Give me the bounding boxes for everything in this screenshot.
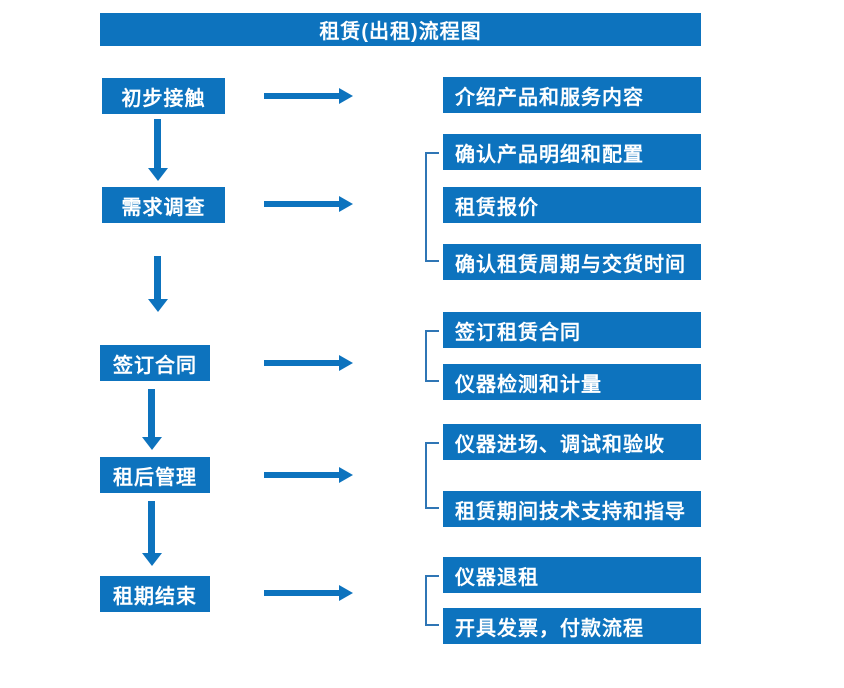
arrow-head xyxy=(339,585,353,601)
detail-box-3-2: 仪器检测和计量 xyxy=(443,364,701,400)
arrow-head xyxy=(148,299,168,312)
arrow-head xyxy=(148,168,168,181)
detail-box-4-2: 租赁期间技术支持和指导 xyxy=(443,491,701,527)
arrow-right-1 xyxy=(264,88,353,104)
arrow-shaft xyxy=(264,590,341,596)
detail-box-3-1: 签订租赁合同 xyxy=(443,312,701,348)
detail-box-2-1: 确认产品明细和配置 xyxy=(443,134,701,170)
arrow-shaft xyxy=(264,93,341,99)
arrow-shaft xyxy=(148,501,155,554)
step-box-5: 租期结束 xyxy=(100,576,210,612)
step-box-1: 初步接触 xyxy=(102,78,225,114)
arrow-right-2 xyxy=(264,196,353,212)
arrow-head xyxy=(142,437,162,450)
arrow-right-5 xyxy=(264,585,353,601)
detail-label: 仪器检测和计量 xyxy=(455,373,602,396)
step-label: 签订合同 xyxy=(113,354,197,377)
arrow-shaft xyxy=(264,472,341,478)
detail-box-1-1: 介绍产品和服务内容 xyxy=(443,77,701,113)
arrow-head xyxy=(339,88,353,104)
detail-box-5-2: 开具发票，付款流程 xyxy=(443,608,701,644)
arrow-shaft xyxy=(264,360,341,366)
bracket-5 xyxy=(425,575,439,626)
title-text: 租赁(出租)流程图 xyxy=(319,21,482,43)
title-bar: 租赁(出租)流程图 xyxy=(100,13,701,46)
bracket-2 xyxy=(425,152,439,262)
arrow-down-1 xyxy=(148,119,168,181)
detail-box-4-1: 仪器进场、调试和验收 xyxy=(443,424,701,460)
detail-label: 仪器退租 xyxy=(455,566,539,589)
arrow-head xyxy=(339,196,353,212)
step-box-4: 租后管理 xyxy=(100,457,210,493)
step-box-3: 签订合同 xyxy=(100,345,210,381)
detail-box-2-3: 确认租赁周期与交货时间 xyxy=(443,244,701,280)
arrow-right-4 xyxy=(264,467,353,483)
arrow-down-4 xyxy=(142,501,162,566)
arrow-shaft xyxy=(148,389,155,438)
bracket-3 xyxy=(425,330,439,382)
arrow-down-3 xyxy=(142,389,162,450)
bracket-4 xyxy=(425,442,439,509)
detail-label: 仪器进场、调试和验收 xyxy=(455,433,665,456)
detail-label: 介绍产品和服务内容 xyxy=(455,86,644,109)
arrow-head xyxy=(339,467,353,483)
arrow-right-3 xyxy=(264,355,353,371)
step-box-2: 需求调查 xyxy=(102,187,225,223)
arrow-shaft xyxy=(154,256,161,300)
step-label: 租后管理 xyxy=(113,466,197,489)
arrow-down-2 xyxy=(148,256,168,312)
detail-label: 开具发票，付款流程 xyxy=(455,617,644,640)
detail-label: 确认产品明细和配置 xyxy=(455,143,644,166)
arrow-head xyxy=(142,553,162,566)
detail-label: 签订租赁合同 xyxy=(455,321,581,344)
detail-label: 租赁报价 xyxy=(455,196,539,219)
detail-label: 租赁期间技术支持和指导 xyxy=(455,500,686,523)
detail-box-2-2: 租赁报价 xyxy=(443,187,701,223)
arrow-shaft xyxy=(264,201,341,207)
detail-box-5-1: 仪器退租 xyxy=(443,557,701,593)
arrow-head xyxy=(339,355,353,371)
step-label: 租期结束 xyxy=(113,585,197,608)
arrow-shaft xyxy=(154,119,161,169)
step-label: 初步接触 xyxy=(121,87,206,110)
detail-label: 确认租赁周期与交货时间 xyxy=(455,253,686,276)
step-label: 需求调查 xyxy=(121,196,206,219)
